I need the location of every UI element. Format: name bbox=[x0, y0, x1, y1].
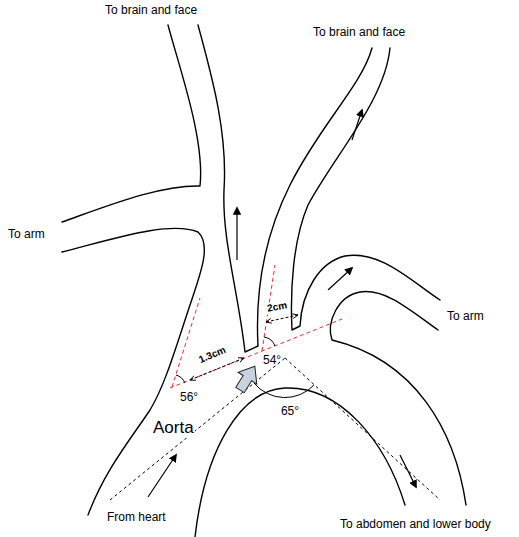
angle-arc bbox=[176, 375, 185, 383]
flow-arrow bbox=[236, 208, 237, 260]
axis-dashed-line bbox=[110, 358, 285, 500]
flow-arrow bbox=[400, 455, 416, 487]
flow-arrow bbox=[352, 110, 362, 140]
vessel-wall bbox=[195, 388, 405, 537]
diagram-label: From heart bbox=[107, 511, 166, 525]
axis-dashed-line bbox=[285, 358, 440, 500]
diagram-label: 1.3cm bbox=[197, 344, 228, 366]
branch-axis-line bbox=[172, 298, 200, 387]
angle-arc bbox=[264, 337, 275, 346]
diagram-label: 2cm bbox=[265, 299, 289, 314]
vessel-wall bbox=[291, 48, 440, 330]
vessel-wall bbox=[62, 228, 204, 515]
diagram-label: 65° bbox=[281, 405, 299, 419]
vessel-wall bbox=[198, 25, 372, 352]
vessel-wall bbox=[330, 292, 466, 505]
diagram-label: Aorta bbox=[152, 418, 195, 438]
diagram-label: To brain and face bbox=[313, 26, 405, 40]
angle-arc bbox=[254, 383, 314, 398]
indicator-arrow bbox=[231, 360, 264, 395]
diagram-label: 54° bbox=[263, 354, 281, 368]
dimension-line bbox=[190, 358, 244, 380]
vessel-wall bbox=[62, 25, 201, 222]
diagram-label: To arm bbox=[8, 228, 45, 242]
dimension-line bbox=[266, 315, 298, 322]
diagram-label: 56° bbox=[180, 391, 198, 405]
flow-arrow bbox=[148, 455, 176, 497]
diagram-label: To abdomen and lower body bbox=[340, 518, 491, 532]
diagram-label: To brain and face bbox=[105, 4, 197, 18]
diagram-label: To arm bbox=[447, 310, 484, 324]
flow-arrow bbox=[328, 268, 352, 290]
